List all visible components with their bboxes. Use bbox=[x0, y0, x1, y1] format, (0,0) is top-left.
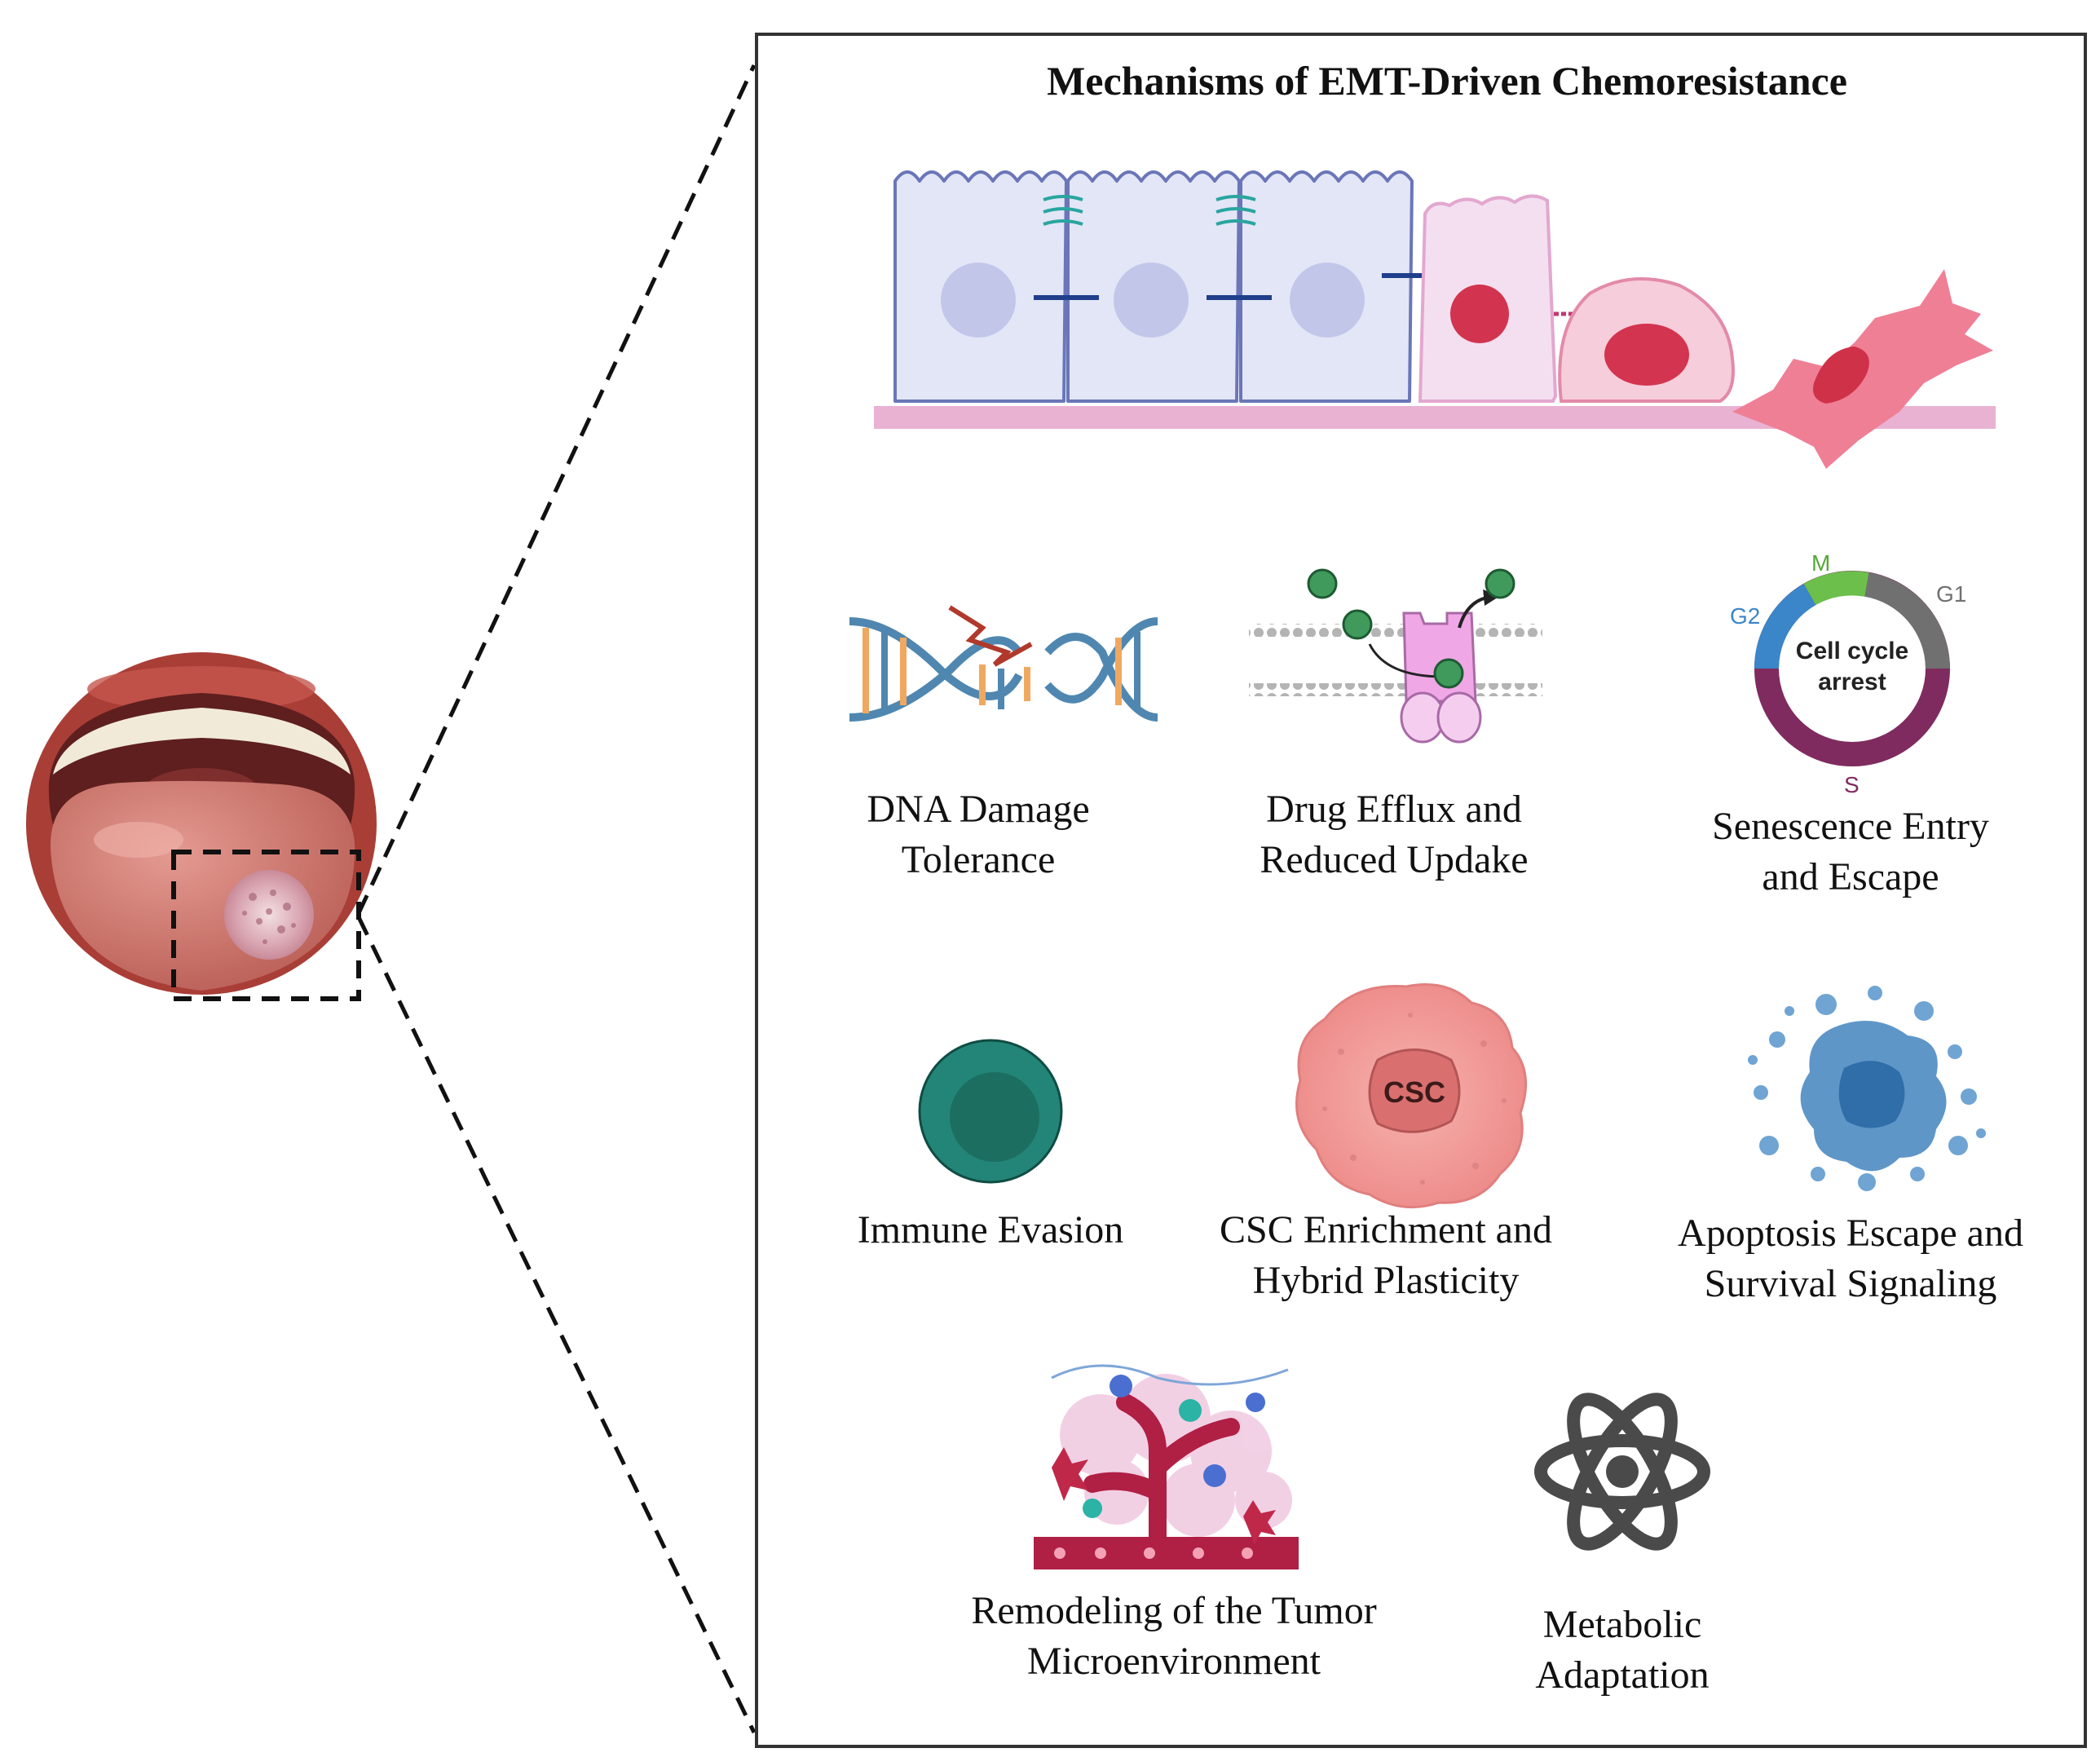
label-dna-damage-line1: DNA Damage bbox=[867, 788, 1090, 831]
zoom-line-bottom bbox=[356, 916, 757, 1734]
label-apoptosis-escape-line1: Apoptosis Escape and bbox=[1678, 1212, 2023, 1255]
epithelial-cells bbox=[893, 170, 1414, 403]
partial-emt-nucleus bbox=[1604, 324, 1689, 386]
cell-cycle-center-line1: Cell cycle bbox=[1796, 638, 1908, 664]
cell-cycle-center-line2: arrest bbox=[1818, 669, 1886, 695]
csc-label: CSC bbox=[1383, 1075, 1445, 1109]
transitioning-nucleus bbox=[1450, 285, 1509, 343]
atom-icon bbox=[1534, 1393, 1710, 1551]
cell-cycle-arrest-icon: Cell cycle arrest M G1 G2 S bbox=[1730, 550, 1966, 797]
label-immune-evasion: Immune Evasion bbox=[815, 1205, 1166, 1256]
label-tumor-microenvironment: Remodeling of the Tumor Microenvironment bbox=[938, 1586, 1410, 1687]
phase-g1-label: G1 bbox=[1936, 581, 1966, 607]
immune-cell-icon bbox=[918, 1039, 1063, 1184]
dna-damage-icon bbox=[849, 605, 1158, 722]
zoom-line-top bbox=[356, 64, 757, 915]
drug-molecules bbox=[1307, 568, 1515, 689]
lesion-texture bbox=[242, 890, 296, 944]
tongue-highlight bbox=[94, 822, 183, 858]
label-metabolic-adaptation-line2: Adaptation bbox=[1535, 1653, 1710, 1697]
label-csc-enrichment-line2: Hybrid Plasticity bbox=[1252, 1259, 1520, 1302]
label-drug-efflux-line2: Reduced Updake bbox=[1260, 838, 1529, 881]
figure-title: Mechanisms of EMT-Driven Chemoresistance bbox=[1047, 58, 1847, 104]
apoptotic-bodies bbox=[1748, 986, 1986, 1191]
tumor-microenvironment-icon bbox=[1034, 1364, 1299, 1569]
open-mouth-illustration bbox=[26, 652, 377, 1001]
dna-break-bolt bbox=[948, 605, 1033, 667]
label-apoptosis-escape: Apoptosis Escape and Survival Signaling bbox=[1639, 1208, 2062, 1309]
vessel-base bbox=[1034, 1537, 1299, 1569]
label-metabolic-adaptation-line1: Metabolic bbox=[1542, 1603, 1702, 1646]
phase-m-label: M bbox=[1811, 550, 1830, 576]
label-tumor-microenvironment-line1: Remodeling of the Tumor bbox=[971, 1589, 1377, 1632]
phase-s-label: S bbox=[1844, 772, 1860, 797]
label-tumor-microenvironment-line2: Microenvironment bbox=[1027, 1640, 1321, 1683]
drug-efflux-icon bbox=[1249, 568, 1542, 744]
label-senescence-line1: Senescence Entry bbox=[1712, 805, 1989, 848]
label-senescence: Senescence Entry and Escape bbox=[1663, 801, 2038, 903]
label-senescence-line2: and Escape bbox=[1762, 855, 1939, 898]
label-drug-efflux: Drug Efflux and Reduced Updake bbox=[1215, 784, 1573, 885]
emt-progression-illustration bbox=[874, 170, 1996, 469]
apoptotic-cell-icon bbox=[1748, 986, 1986, 1191]
zoom-selection-box bbox=[171, 850, 361, 1001]
membrane-inner-layer bbox=[1249, 683, 1542, 696]
phase-g2-label: G2 bbox=[1730, 603, 1760, 629]
label-drug-efflux-line1: Drug Efflux and bbox=[1266, 788, 1522, 831]
membrane-outer-layer bbox=[1249, 624, 1542, 637]
label-apoptosis-escape-line2: Survival Signaling bbox=[1704, 1262, 1997, 1305]
label-dna-damage: DNA Damage Tolerance bbox=[815, 784, 1141, 885]
label-dna-damage-line2: Tolerance bbox=[901, 838, 1056, 881]
cancer-stem-cell-icon: CSC bbox=[1295, 983, 1528, 1209]
efflux-pump bbox=[1402, 611, 1477, 703]
mesenchymal-nucleus bbox=[1813, 347, 1869, 404]
label-immune-evasion-line1: Immune Evasion bbox=[857, 1208, 1124, 1252]
upper-teeth bbox=[53, 708, 351, 775]
label-csc-enrichment-line1: CSC Enrichment and bbox=[1220, 1208, 1552, 1252]
label-csc-enrichment: CSC Enrichment and Hybrid Plasticity bbox=[1182, 1205, 1590, 1306]
label-metabolic-adaptation: Metabolic Adaptation bbox=[1459, 1600, 1785, 1701]
